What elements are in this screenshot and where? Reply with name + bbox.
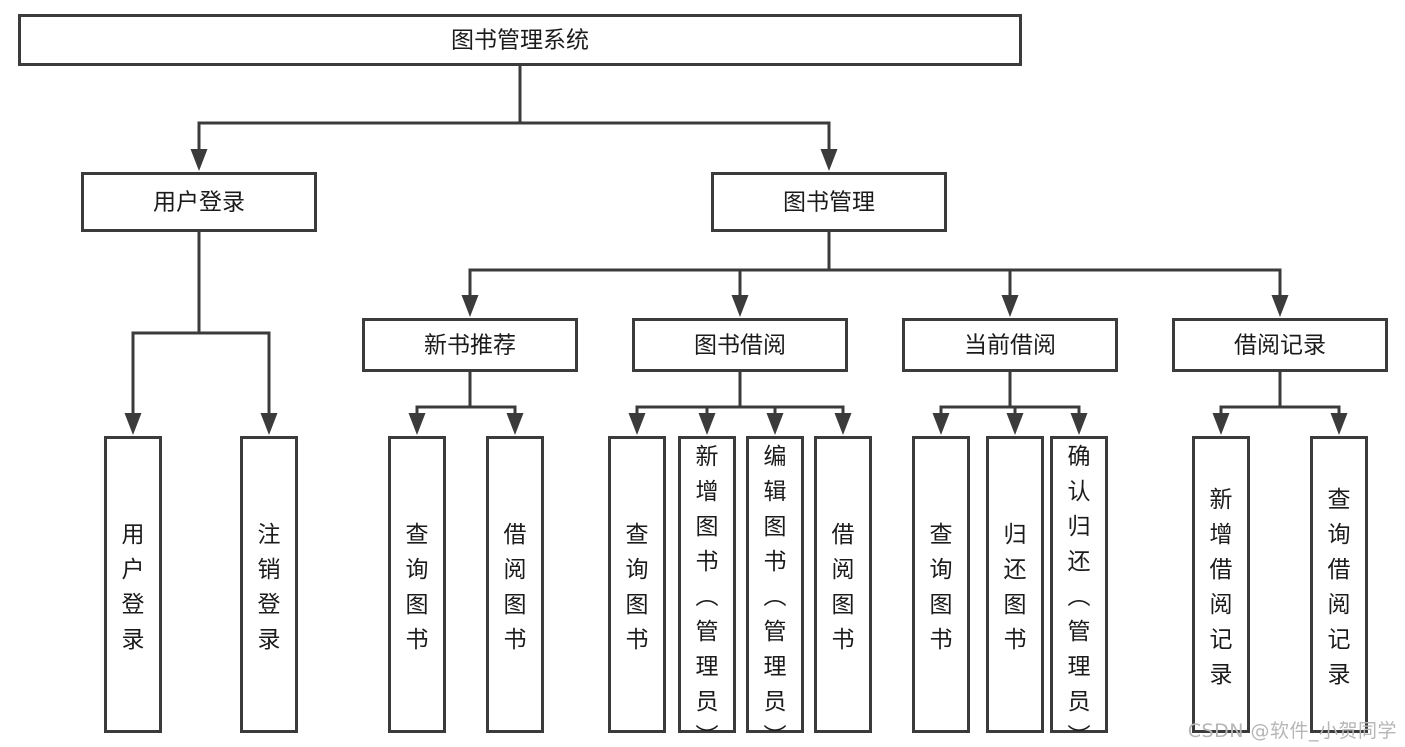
arrow-head-icon (698, 413, 716, 435)
node-box (746, 436, 804, 733)
node-leaf-b-borrow[interactable]: 借阅图书 (814, 436, 872, 733)
arrow-head-icon (1001, 295, 1019, 317)
arrow-head-icon (506, 413, 524, 435)
node-leaf-user-logout[interactable]: 注销登录 (240, 436, 298, 733)
node-label: 图书管理 (783, 190, 875, 216)
node-label: 新增图书︵管理员︶ (696, 444, 719, 747)
node-leaf-b-edit[interactable]: 编辑图书︵管理员︶ (746, 436, 804, 747)
arrow-head-icon (124, 413, 142, 435)
node-label: 借阅图书 (504, 522, 527, 653)
node-l3-new[interactable]: 新书推荐 (362, 318, 578, 372)
node-box (388, 436, 446, 733)
arrow-head-icon (461, 295, 479, 317)
node-leaf-c-confirm[interactable]: 确认归还︵管理员︶ (1050, 436, 1108, 747)
node-label: 注销登录 (258, 522, 281, 653)
arrow-head-icon (190, 149, 208, 171)
node-box (986, 436, 1044, 733)
node-layer: 图书管理系统用户登录图书管理新书推荐图书借阅当前借阅借阅记录用户登录注销登录查询… (18, 14, 1388, 747)
arrow-head-icon (408, 413, 426, 435)
node-box (1172, 318, 1388, 372)
node-box (104, 436, 162, 733)
node-box (240, 436, 298, 733)
node-label: 借阅记录 (1234, 333, 1326, 359)
node-label: 借阅图书 (832, 522, 855, 653)
node-leaf-b-query[interactable]: 查询图书 (608, 436, 666, 733)
node-box (1050, 436, 1108, 733)
node-box (711, 172, 947, 232)
node-label: 查询图书 (626, 522, 649, 653)
arrow-head-icon (1070, 413, 1088, 435)
node-l3-current[interactable]: 当前借阅 (902, 318, 1118, 372)
node-label: 新增借阅记录 (1210, 487, 1233, 688)
node-box (678, 436, 736, 733)
node-leaf-user-login[interactable]: 用户登录 (104, 436, 162, 733)
node-l3-record[interactable]: 借阅记录 (1172, 318, 1388, 372)
node-box (18, 14, 1022, 66)
node-label: 确认归还︵管理员︶ (1068, 444, 1091, 747)
node-leaf-r-query[interactable]: 查询借阅记录 (1310, 436, 1368, 733)
arrow-head-icon (932, 413, 950, 435)
node-label: 用户登录 (153, 190, 245, 216)
node-l3-borrow[interactable]: 图书借阅 (632, 318, 848, 372)
arrow-head-icon (766, 413, 784, 435)
node-label: 查询图书 (930, 522, 953, 653)
edge-layer (124, 64, 1348, 435)
node-leaf-c-return[interactable]: 归还图书 (986, 436, 1044, 733)
node-box (81, 172, 317, 232)
node-box (814, 436, 872, 733)
node-box (632, 318, 848, 372)
arrow-head-icon (1006, 413, 1024, 435)
arrow-head-icon (820, 149, 838, 171)
node-box (1192, 436, 1250, 733)
node-box (486, 436, 544, 733)
arrow-head-icon (731, 295, 749, 317)
node-root[interactable]: 图书管理系统 (18, 14, 1022, 66)
node-label: 当前借阅 (964, 333, 1056, 359)
node-box (912, 436, 970, 733)
node-box (608, 436, 666, 733)
arrow-head-icon (834, 413, 852, 435)
node-l2-user[interactable]: 用户登录 (81, 172, 317, 232)
watermark-text: CSDN @软件_小贺同学 (1187, 720, 1397, 742)
node-label: 图书管理系统 (451, 28, 589, 54)
node-box (1310, 436, 1368, 733)
node-leaf-new-borrow[interactable]: 借阅图书 (486, 436, 544, 733)
arrow-head-icon (1271, 295, 1289, 317)
node-label: 归还图书 (1004, 522, 1027, 653)
node-leaf-r-add[interactable]: 新增借阅记录 (1192, 436, 1250, 733)
node-leaf-c-query[interactable]: 查询图书 (912, 436, 970, 733)
node-leaf-b-add[interactable]: 新增图书︵管理员︶ (678, 436, 736, 747)
arrow-head-icon (260, 413, 278, 435)
arrow-head-icon (628, 413, 646, 435)
node-label: 编辑图书︵管理员︶ (764, 444, 787, 747)
node-label: 新书推荐 (424, 333, 516, 359)
node-leaf-new-query[interactable]: 查询图书 (388, 436, 446, 733)
node-label: 用户登录 (122, 522, 145, 653)
arrow-head-icon (1212, 413, 1230, 435)
node-label: 查询借阅记录 (1328, 487, 1351, 688)
node-l2-book[interactable]: 图书管理 (711, 172, 947, 232)
node-box (902, 318, 1118, 372)
node-box (362, 318, 578, 372)
arrow-head-icon (1330, 413, 1348, 435)
node-label: 查询图书 (406, 522, 429, 653)
node-label: 图书借阅 (694, 333, 786, 359)
